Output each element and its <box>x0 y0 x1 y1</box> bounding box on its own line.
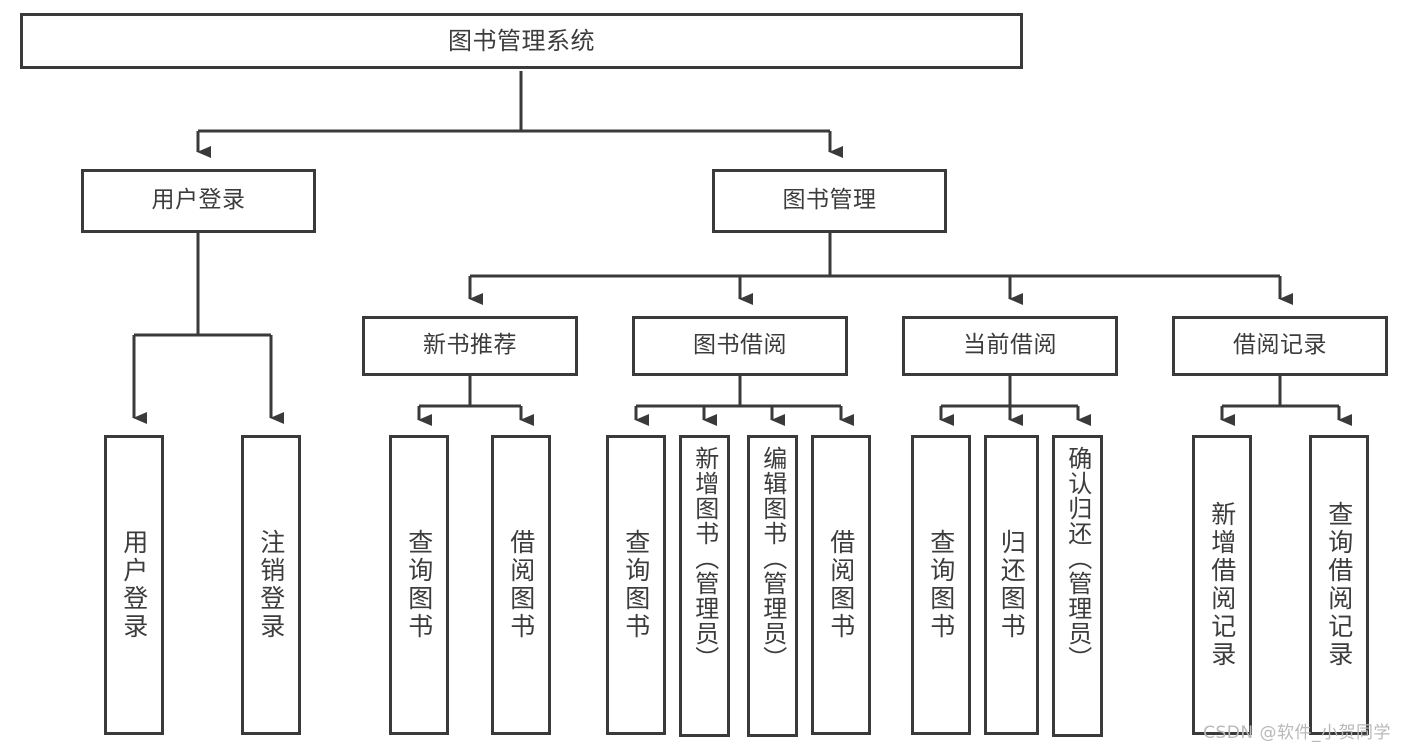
leaf-query-book-current[interactable]: 查询图书 <box>911 435 971 735</box>
csdn-watermark: CSDN @软件_小贺同学 <box>1203 723 1391 743</box>
node-new-book-recommend[interactable]: 新书推荐 <box>362 316 578 376</box>
node-label: 当前借阅 <box>963 332 1057 359</box>
leaf-query-book-borrow[interactable]: 查询图书 <box>606 435 666 735</box>
node-label: 确认归还（管理员） <box>1063 446 1092 671</box>
node-label: 图书借阅 <box>693 332 787 359</box>
leaf-add-book-admin[interactable]: 新增图书（管理员） <box>679 435 730 737</box>
leaf-query-book-recommend[interactable]: 查询图书 <box>389 435 449 735</box>
leaf-logout[interactable]: 注销登录 <box>241 435 301 735</box>
node-root-book-management-system[interactable]: 图书管理系统 <box>20 13 1023 69</box>
leaf-return-book[interactable]: 归还图书 <box>984 435 1039 735</box>
node-label: 查询图书 <box>621 529 651 641</box>
node-book-management[interactable]: 图书管理 <box>712 169 947 233</box>
node-label: 图书管理系统 <box>448 26 595 55</box>
node-label: 用户登录 <box>119 529 149 641</box>
node-label: 注销登录 <box>256 529 286 641</box>
node-label: 借阅图书 <box>826 529 856 641</box>
node-label: 归还图书 <box>997 529 1027 641</box>
node-label: 新书推荐 <box>423 332 517 359</box>
leaf-user-login[interactable]: 用户登录 <box>104 435 164 735</box>
leaf-borrow-book-recommend[interactable]: 借阅图书 <box>491 435 551 735</box>
leaf-edit-book-admin[interactable]: 编辑图书（管理员） <box>747 435 798 737</box>
node-label: 借阅图书 <box>506 529 536 641</box>
node-borrow-record[interactable]: 借阅记录 <box>1172 316 1388 376</box>
node-label: 编辑图书（管理员） <box>758 446 787 671</box>
node-label: 查询图书 <box>404 529 434 641</box>
leaf-borrow-book[interactable]: 借阅图书 <box>811 435 871 735</box>
leaf-query-borrow-record[interactable]: 查询借阅记录 <box>1309 435 1369 735</box>
node-label: 查询图书 <box>926 529 956 641</box>
node-label: 图书管理 <box>782 187 877 214</box>
leaf-add-borrow-record[interactable]: 新增借阅记录 <box>1192 435 1252 735</box>
leaf-confirm-return-admin[interactable]: 确认归还（管理员） <box>1052 435 1103 737</box>
node-label: 新增借阅记录 <box>1207 501 1237 669</box>
node-book-borrow[interactable]: 图书借阅 <box>632 316 848 376</box>
node-user-login[interactable]: 用户登录 <box>81 169 316 233</box>
node-label: 新增图书（管理员） <box>690 446 719 671</box>
node-label: 用户登录 <box>151 187 246 214</box>
node-current-borrow[interactable]: 当前借阅 <box>902 316 1118 376</box>
node-label: 查询借阅记录 <box>1324 501 1354 669</box>
node-label: 借阅记录 <box>1233 332 1327 359</box>
